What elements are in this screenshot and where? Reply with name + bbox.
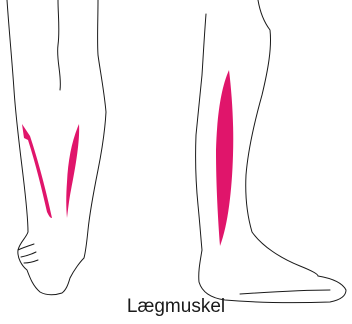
side-view-calf-muscle <box>216 70 233 246</box>
side-view-front-contour <box>246 0 318 276</box>
leg-side-view <box>196 0 346 303</box>
leg-back-view <box>7 0 106 295</box>
back-view-lateral-calf-muscle <box>66 124 79 218</box>
caption-label: Lægmuskel <box>0 296 352 318</box>
back-view-outer-contour <box>7 0 106 295</box>
back-view-toes <box>18 244 38 263</box>
side-view-sole-line <box>240 290 330 294</box>
back-view-inner-contour <box>58 0 61 90</box>
